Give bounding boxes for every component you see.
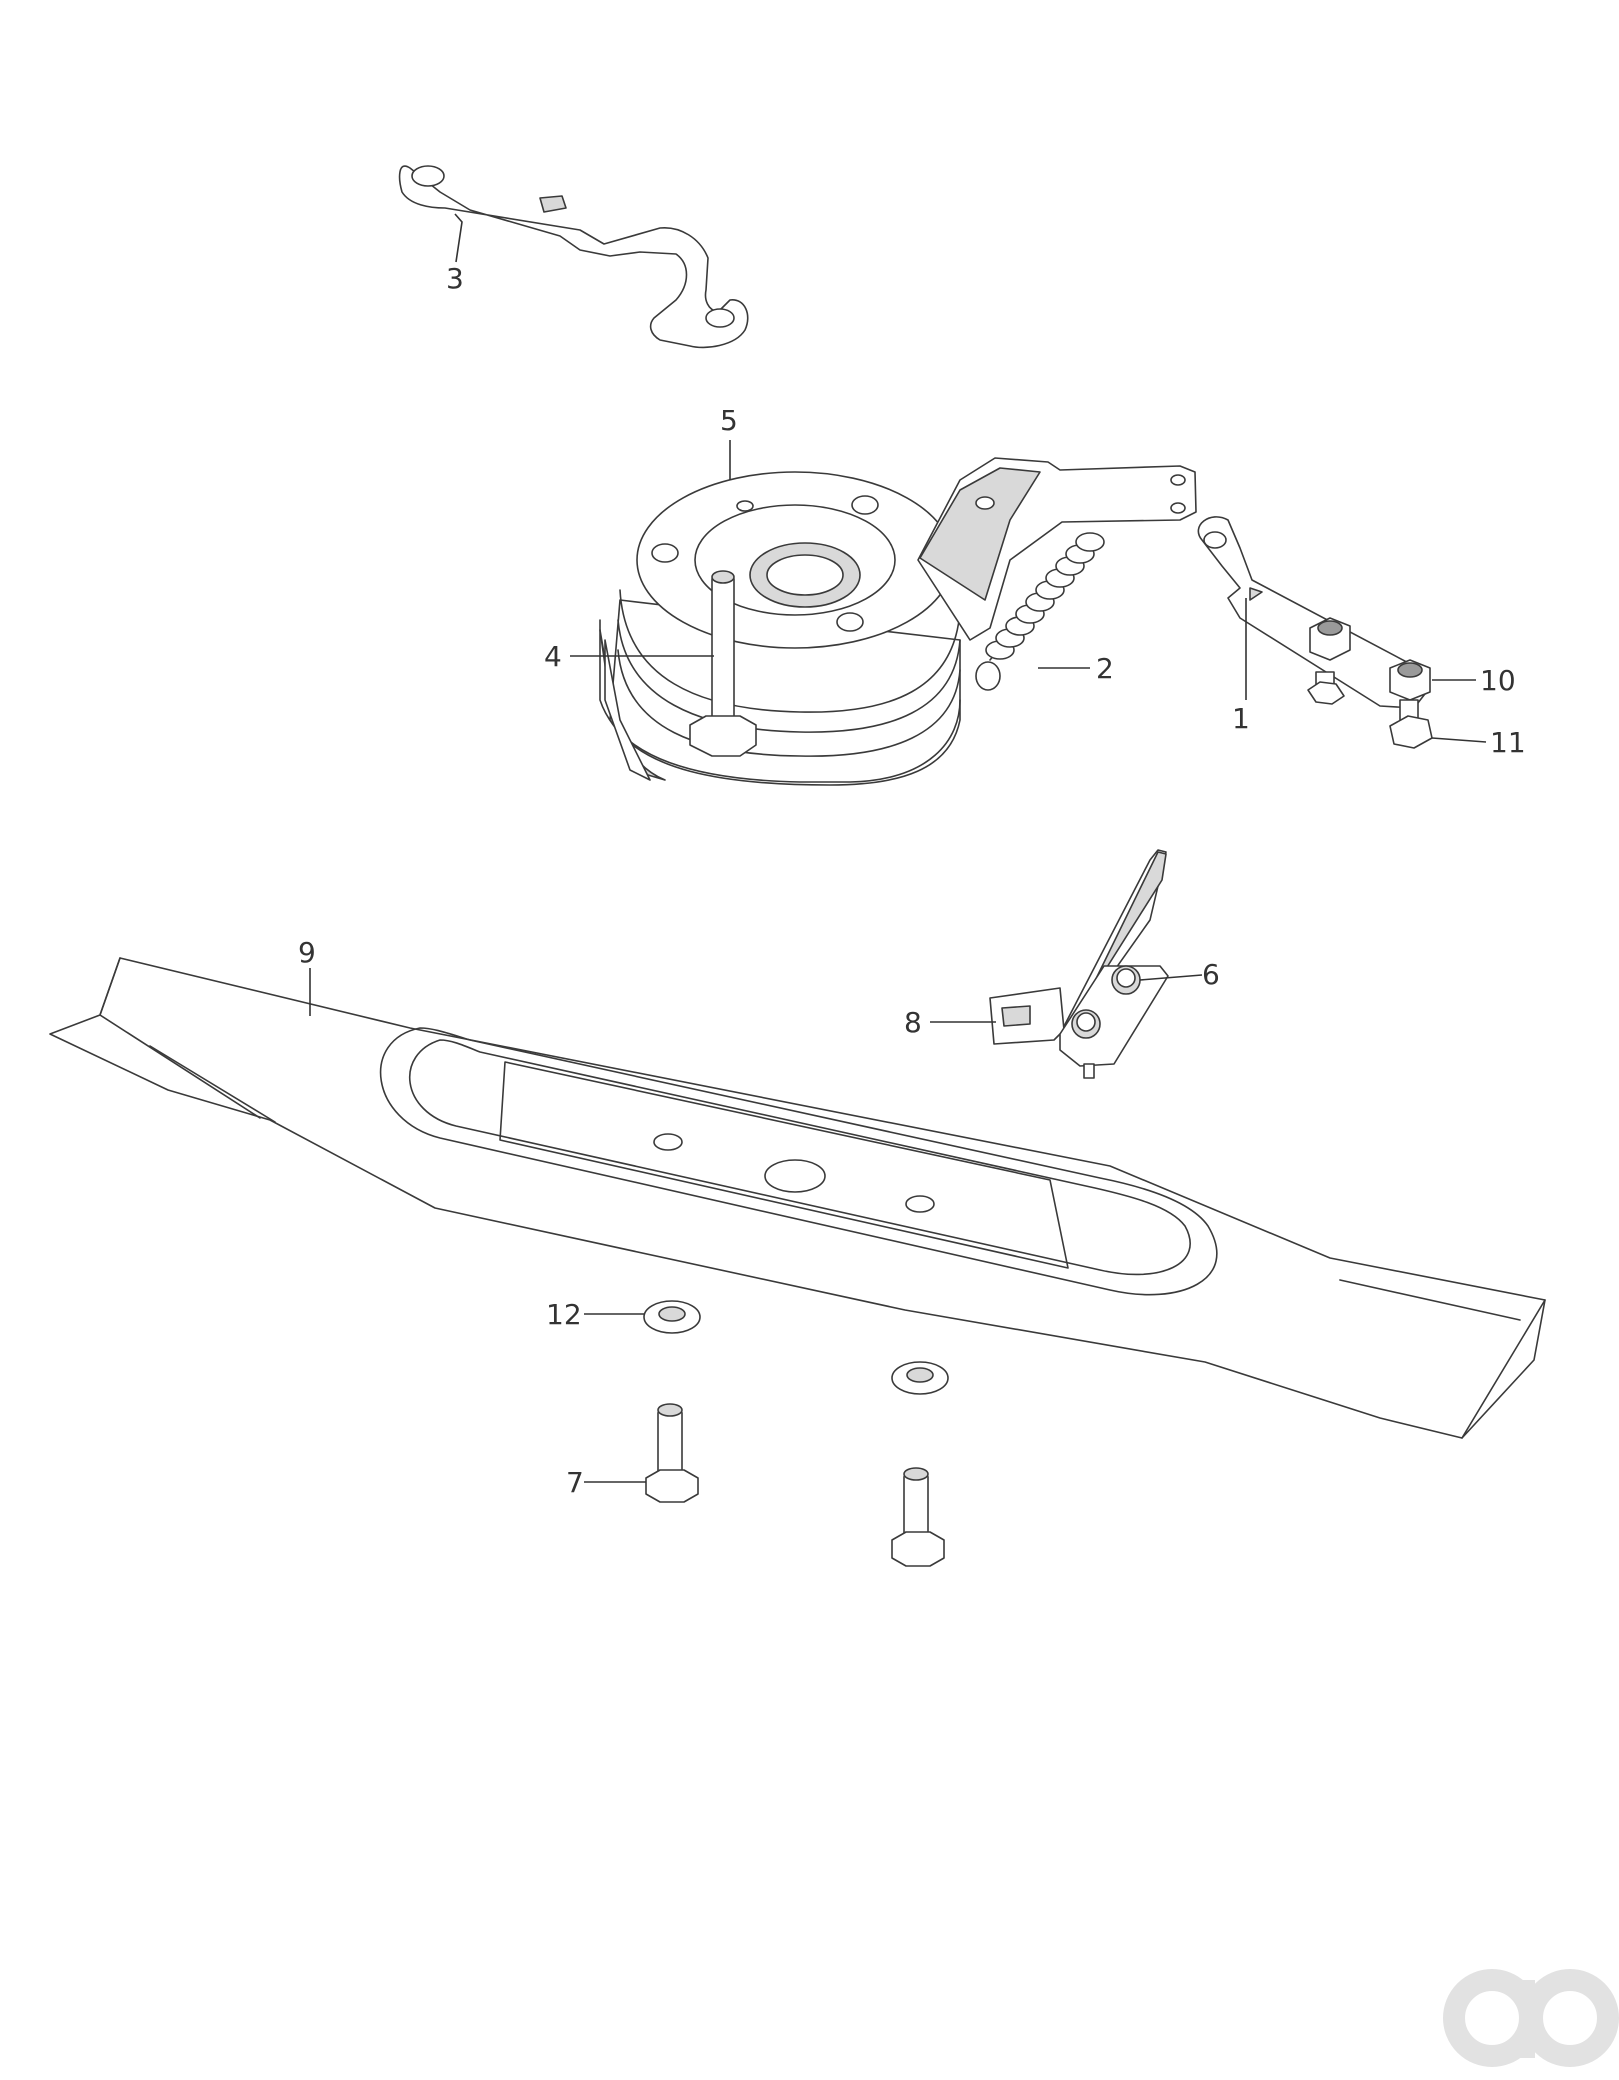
part-1-bracket — [1197, 516, 1433, 749]
part-5-clutch-assembly — [599, 457, 1197, 786]
washer-2 — [891, 1361, 949, 1395]
leader-11 — [1431, 737, 1487, 743]
callout-4: 4 — [544, 640, 562, 673]
callout-7: 7 — [566, 1466, 584, 1499]
leader-6 — [1139, 974, 1203, 981]
callout-10: 10 — [1480, 664, 1516, 697]
watermark-logo — [1443, 1969, 1619, 2067]
leader-lines — [309, 213, 1487, 1483]
part-3-brake-lever — [398, 165, 749, 349]
callout-1: 1 — [1232, 702, 1250, 735]
callout-5: 5 — [720, 404, 738, 437]
part-6-8-adaptor — [989, 849, 1169, 1079]
part-12-washer — [643, 1300, 701, 1334]
part-9-blade — [49, 957, 1546, 1439]
part-7-bolt — [645, 1403, 699, 1503]
callout-8: 8 — [904, 1006, 922, 1039]
callout-12: 12 — [546, 1298, 582, 1331]
callout-11: 11 — [1490, 726, 1526, 759]
callout-9: 9 — [298, 936, 316, 969]
callout-6: 6 — [1202, 958, 1220, 991]
callout-labels: 1 2 3 4 5 6 7 8 9 10 11 12 — [298, 262, 1526, 1499]
leader-3 — [454, 213, 463, 263]
callout-3: 3 — [446, 262, 464, 295]
bolt-2 — [891, 1467, 945, 1567]
callout-2: 2 — [1096, 652, 1114, 685]
